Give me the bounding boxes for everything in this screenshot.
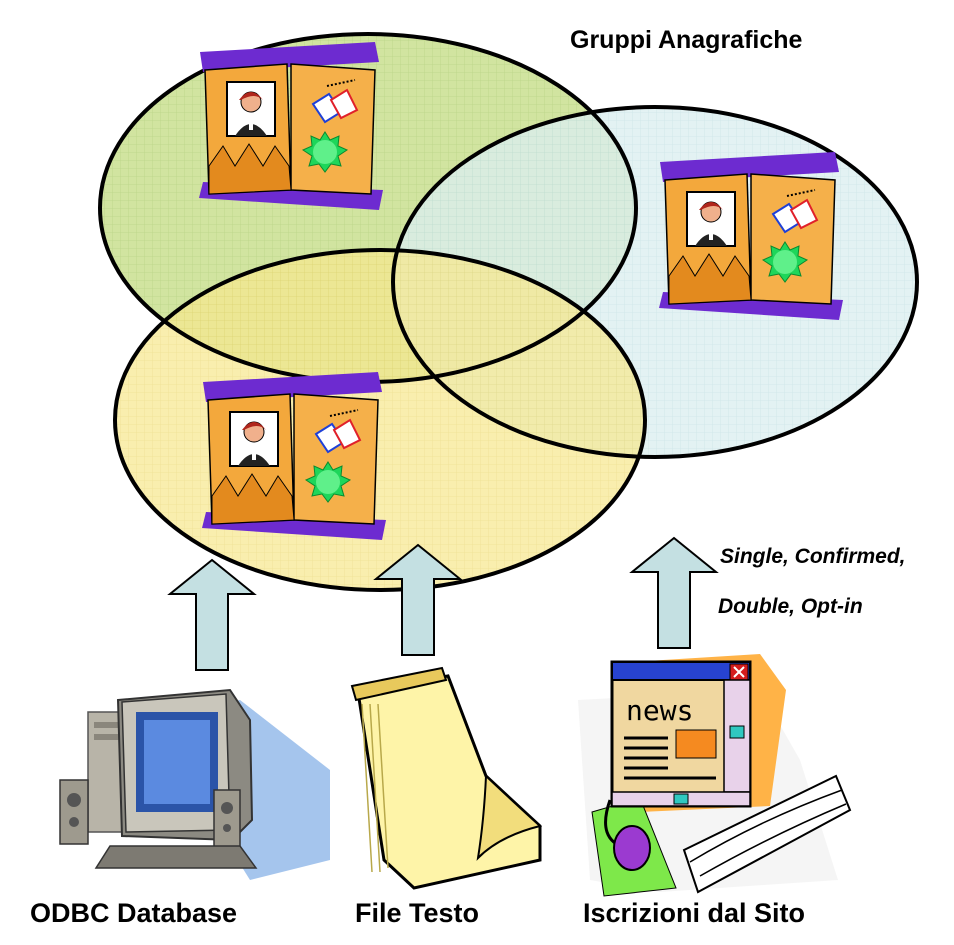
svg-text:news: news (626, 694, 693, 727)
news-website-icon: news (578, 654, 852, 897)
source-label-odbc-database: ODBC Database (30, 898, 238, 928)
up-arrow-icon (631, 537, 717, 649)
source-label-iscrizioni-dal-sito: Iscrizioni dal Sito (583, 898, 806, 928)
computer-icon (59, 688, 330, 880)
notepad-icon (350, 666, 543, 890)
subscription-note-line2: Double, Opt-in (718, 595, 863, 618)
diagram-title: Gruppi Anagrafiche (570, 26, 803, 54)
subscription-note-line1: Single, Confirmed, (720, 545, 906, 568)
up-arrow-icon (169, 559, 255, 671)
source-label-file-testo: File Testo (355, 898, 480, 928)
